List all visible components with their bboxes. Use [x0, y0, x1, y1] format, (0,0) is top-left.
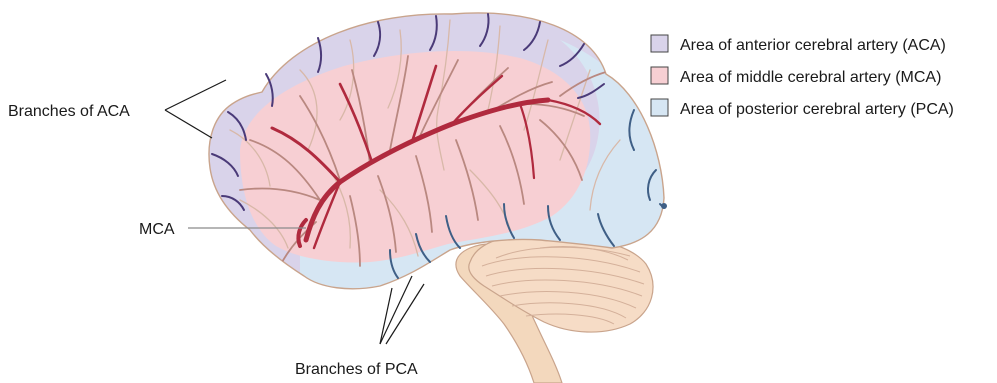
branches-pca-pointer [380, 276, 424, 344]
legend-swatch-aca [651, 35, 668, 52]
legend: Area of anterior cerebral artery (ACA) A… [651, 35, 954, 118]
legend-item-pca: Area of posterior cerebral artery (PCA) [651, 99, 954, 118]
label-branches-pca: Branches of PCA [295, 361, 418, 378]
legend-item-mca: Area of middle cerebral artery (MCA) [651, 67, 941, 86]
legend-swatch-pca [651, 99, 668, 116]
pca-vessel-end [661, 203, 667, 209]
legend-item-aca: Area of anterior cerebral artery (ACA) [651, 35, 946, 54]
label-mca: MCA [139, 221, 175, 238]
legend-label-mca: Area of middle cerebral artery (MCA) [680, 69, 941, 86]
legend-label-aca: Area of anterior cerebral artery (ACA) [680, 37, 946, 54]
cerebellum [469, 235, 653, 332]
legend-label-pca: Area of posterior cerebral artery (PCA) [680, 101, 954, 118]
legend-swatch-mca [651, 67, 668, 84]
label-branches-aca: Branches of ACA [8, 103, 130, 120]
